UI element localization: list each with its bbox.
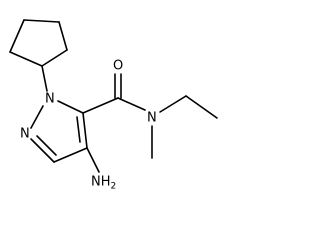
bond (23, 19, 60, 23)
bond (76, 116, 81, 143)
atom-label-n2: N (20, 127, 30, 142)
bond (41, 65, 48, 92)
atom-label-nh2: NH2 (91, 175, 116, 192)
atom-label-n1: N (45, 92, 55, 107)
bond (30, 105, 44, 129)
atom-label-nh: NH (91, 175, 111, 190)
bond (9, 19, 25, 53)
bond (117, 97, 146, 111)
bond (57, 100, 84, 114)
bond (58, 21, 68, 51)
bond (185, 95, 218, 119)
bond (82, 97, 119, 114)
cyclopentyl-ring (9, 19, 68, 67)
chemical-structure-diagram: N N O N NH2 (9, 19, 218, 192)
bond (82, 112, 88, 149)
bond (53, 147, 88, 163)
atom-label-subscript: 2 (111, 182, 117, 192)
pyrazole-ring (30, 100, 88, 163)
bond (36, 135, 57, 156)
atom-label-n-amide: N (147, 111, 157, 126)
bond (30, 138, 55, 163)
atom-label-o: O (113, 59, 123, 74)
bond (86, 147, 100, 173)
bond (41, 49, 68, 67)
bond (9, 51, 43, 67)
bond (159, 95, 187, 113)
